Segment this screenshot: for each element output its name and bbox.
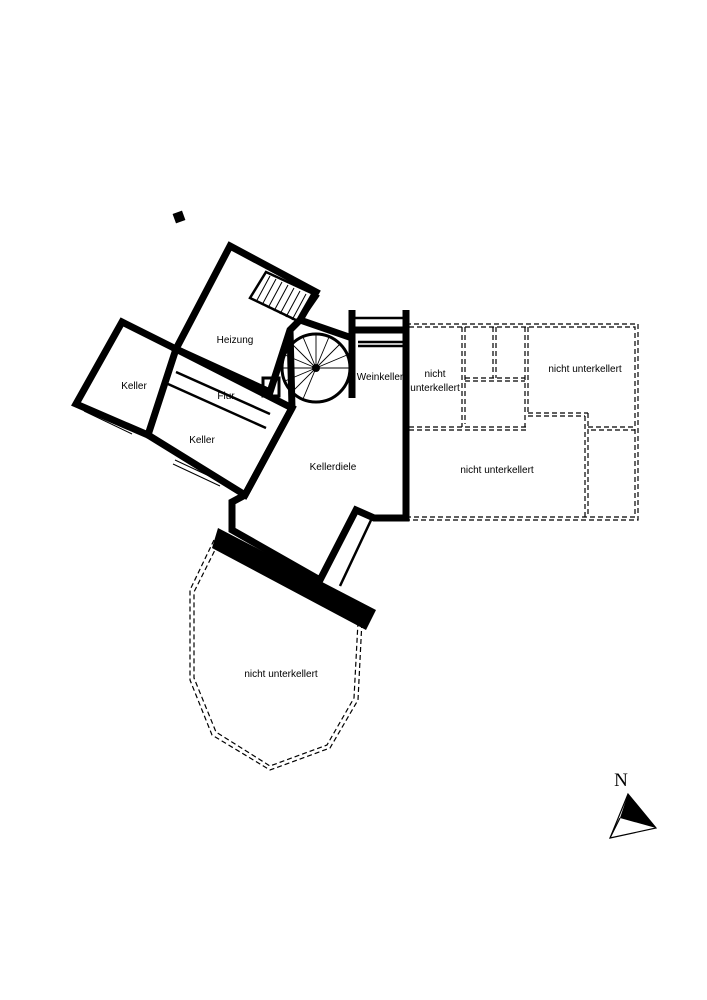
label-heizung: Heizung <box>217 335 254 346</box>
label-keller-west: Keller <box>121 381 147 392</box>
label-nicht-s: nicht unterkellert <box>244 669 318 680</box>
north-arrow-icon: N <box>609 770 658 839</box>
label-nicht-1: nicht <box>424 369 445 380</box>
windows <box>81 406 223 487</box>
staircase-icon <box>248 270 320 324</box>
dashed-area-east <box>406 323 639 521</box>
label-flur: Flur <box>217 391 235 402</box>
spiral-staircase-icon <box>261 332 352 404</box>
label-weinkeller: Weinkeller <box>357 372 404 383</box>
north-label: N <box>614 770 628 791</box>
label-nicht-2: unterkellert <box>410 383 460 394</box>
label-nicht-e: nicht unterkellert <box>460 465 534 476</box>
marker-square <box>172 210 186 224</box>
walls <box>71 241 410 630</box>
dashed-area-south <box>189 539 363 771</box>
label-nicht-ne: nicht unterkellert <box>548 364 622 375</box>
label-kellerdiele: Kellerdiele <box>310 462 357 473</box>
label-keller-south: Keller <box>189 435 215 446</box>
